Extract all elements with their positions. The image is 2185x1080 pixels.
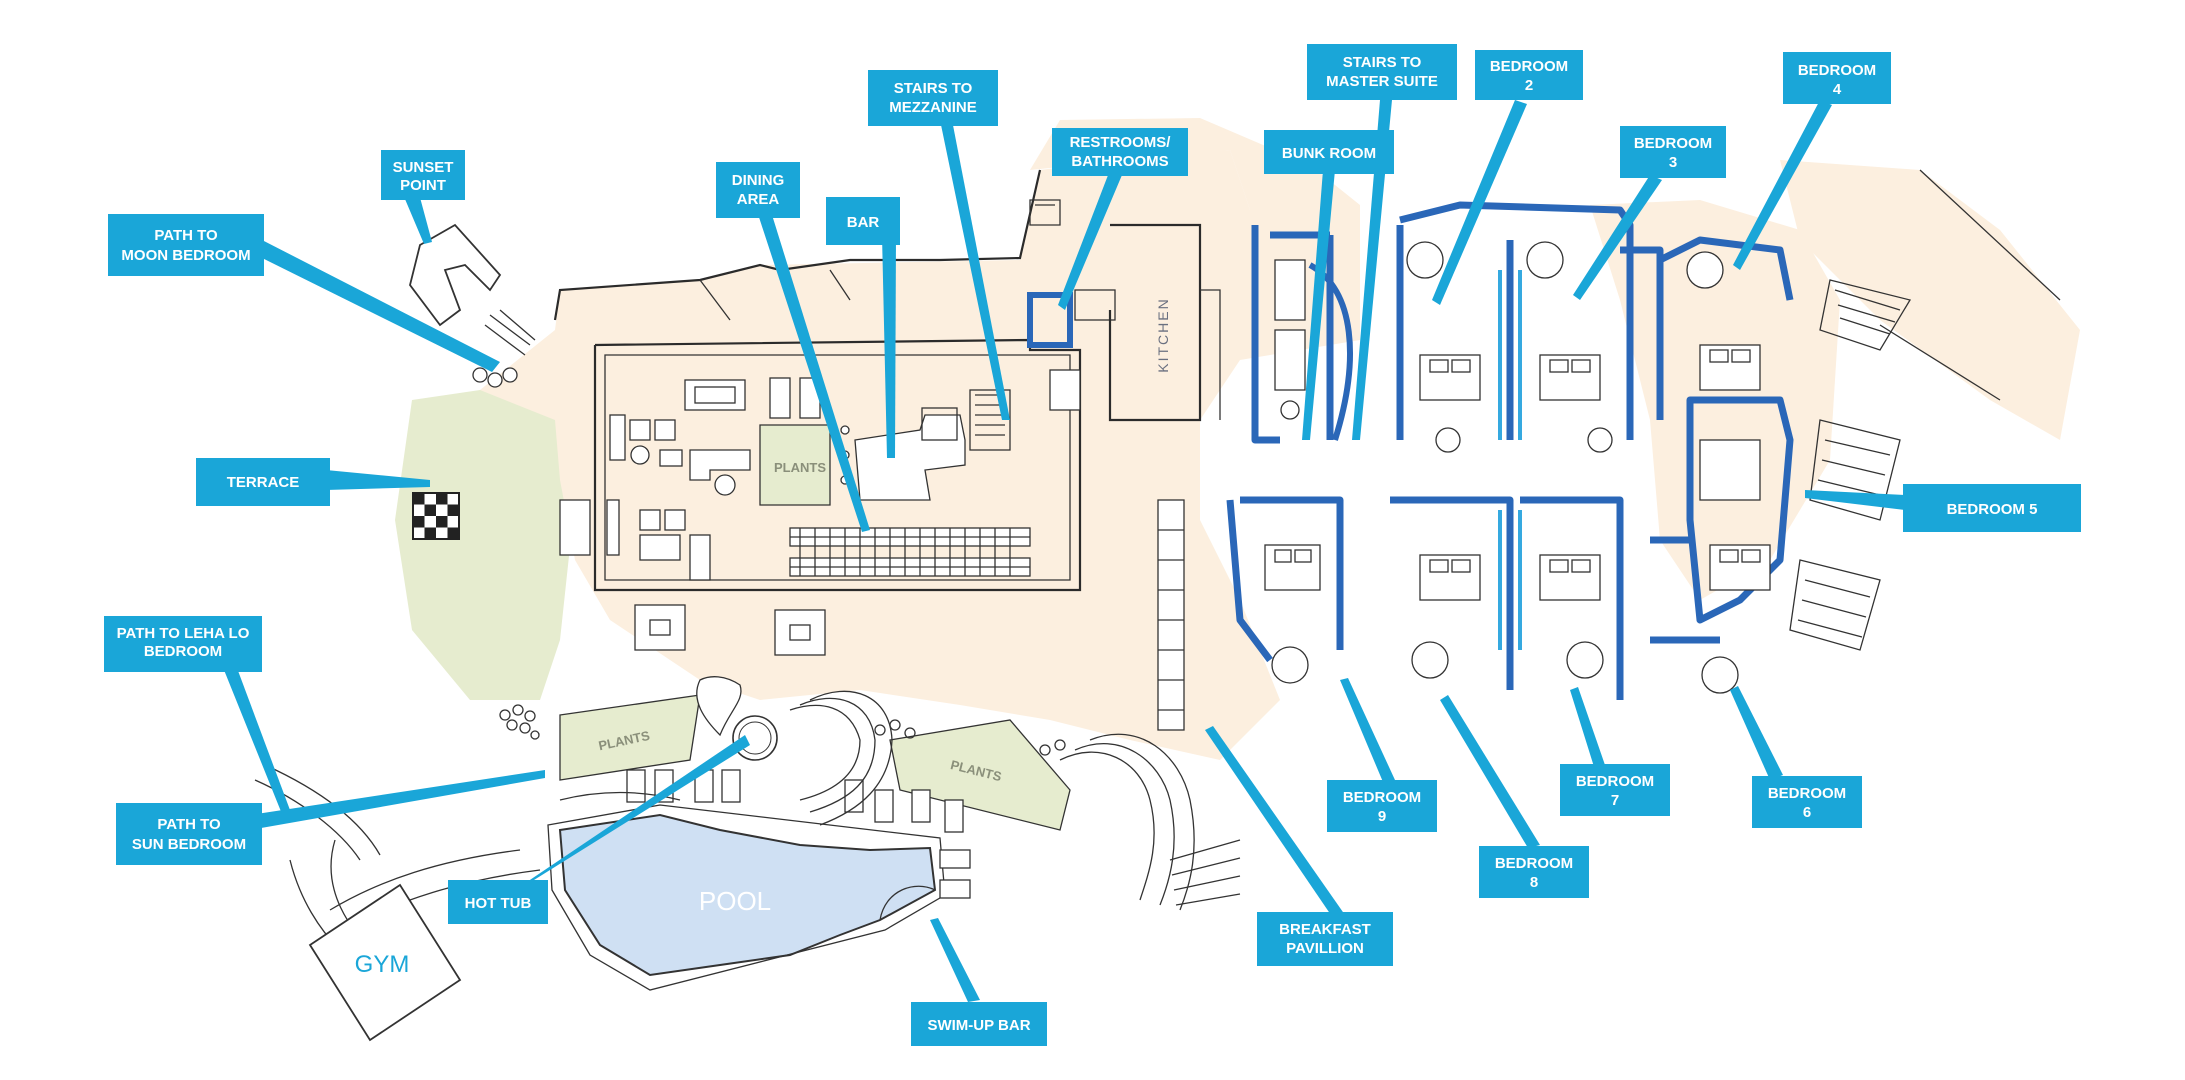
svg-text:BEDROOM: BEDROOM bbox=[1490, 58, 1568, 75]
label-bedroom-3: BEDROOM 3 bbox=[1620, 126, 1726, 178]
svg-text:BREAKFAST: BREAKFAST bbox=[1279, 921, 1371, 938]
svg-text:SUN BEDROOM: SUN BEDROOM bbox=[132, 836, 246, 853]
chess-board bbox=[412, 492, 460, 540]
bath-tubs bbox=[1271, 241, 1739, 694]
svg-text:SUNSET: SUNSET bbox=[393, 159, 454, 176]
label-bedroom-2: BEDROOM 2 bbox=[1475, 50, 1583, 100]
svg-text:STAIRS TO: STAIRS TO bbox=[894, 80, 973, 97]
pool-text: POOL bbox=[699, 886, 771, 916]
label-swim-up-bar: SWIM-UP BAR bbox=[911, 1002, 1047, 1046]
plants-text-bar: PLANTS bbox=[774, 460, 826, 475]
label-stairs-to-mezzanine: STAIRS TO MEZZANINE bbox=[868, 70, 998, 126]
label-path-sun-bedroom: PATH TO SUN BEDROOM bbox=[116, 803, 262, 865]
svg-text:PATH TO LEHA LO: PATH TO LEHA LO bbox=[117, 625, 250, 642]
pebbles bbox=[499, 704, 1066, 756]
hot-tub bbox=[696, 676, 778, 761]
label-restrooms: RESTROOMS/ BATHROOMS bbox=[1052, 128, 1188, 176]
svg-text:9: 9 bbox=[1378, 808, 1386, 825]
svg-text:POINT: POINT bbox=[400, 177, 446, 194]
pool-steps bbox=[789, 690, 1241, 911]
bedroom-wing-walls bbox=[1226, 201, 1794, 700]
terrace-lawn bbox=[395, 390, 575, 700]
svg-text:2: 2 bbox=[1525, 77, 1533, 94]
label-bar: BAR bbox=[826, 197, 900, 245]
svg-text:AREA: AREA bbox=[737, 191, 780, 208]
svg-text:BEDROOM 5: BEDROOM 5 bbox=[1947, 501, 2038, 518]
label-stairs-to-master-suite: STAIRS TO MASTER SUITE bbox=[1307, 44, 1457, 100]
svg-text:3: 3 bbox=[1669, 154, 1677, 171]
svg-text:BEDROOM: BEDROOM bbox=[1495, 855, 1573, 872]
svg-text:TERRACE: TERRACE bbox=[227, 474, 300, 491]
svg-text:HOT TUB: HOT TUB bbox=[465, 895, 532, 912]
svg-text:BEDROOM: BEDROOM bbox=[1343, 789, 1421, 806]
label-breakfast-pavillion: BREAKFAST PAVILLION bbox=[1257, 912, 1393, 966]
gym-building bbox=[308, 883, 462, 1042]
label-path-leha-lo-bedroom: PATH TO LEHA LO BEDROOM bbox=[104, 616, 262, 672]
svg-text:STAIRS TO: STAIRS TO bbox=[1343, 54, 1422, 71]
label-path-moon-bedroom: PATH TO MOON BEDROOM bbox=[108, 214, 264, 276]
svg-text:6: 6 bbox=[1803, 804, 1811, 821]
svg-text:7: 7 bbox=[1611, 792, 1619, 809]
east-deck-stairs bbox=[1789, 169, 2061, 651]
breakfast-pavilion-table bbox=[1157, 499, 1185, 731]
svg-text:BEDROOM: BEDROOM bbox=[144, 643, 222, 660]
svg-text:PAVILLION: PAVILLION bbox=[1286, 940, 1364, 957]
svg-text:PATH TO: PATH TO bbox=[157, 816, 221, 833]
svg-text:8: 8 bbox=[1530, 874, 1538, 891]
label-hot-tub: HOT TUB bbox=[448, 880, 548, 924]
svg-text:DINING: DINING bbox=[732, 172, 785, 189]
svg-text:BEDROOM: BEDROOM bbox=[1634, 135, 1712, 152]
svg-text:SWIM-UP BAR: SWIM-UP BAR bbox=[927, 1017, 1030, 1034]
label-bedroom-6: BEDROOM 6 bbox=[1752, 776, 1862, 828]
label-sunset-point: SUNSET POINT bbox=[381, 150, 465, 200]
gym-text: GYM bbox=[355, 951, 410, 978]
sunset-point-deck bbox=[409, 223, 536, 388]
leader-lines bbox=[222, 100, 1905, 1002]
label-terrace: TERRACE bbox=[196, 458, 330, 506]
svg-text:BAR: BAR bbox=[847, 214, 880, 231]
label-bunk-room: BUNK ROOM bbox=[1264, 130, 1394, 174]
svg-text:BEDROOM: BEDROOM bbox=[1768, 785, 1846, 802]
restrooms-kitchen bbox=[1027, 199, 1221, 422]
svg-text:RESTROOMS/: RESTROOMS/ bbox=[1070, 134, 1172, 151]
label-bedroom-4: BEDROOM 4 bbox=[1783, 52, 1891, 104]
label-dining-area: DINING AREA bbox=[716, 162, 800, 218]
svg-text:BEDROOM: BEDROOM bbox=[1798, 62, 1876, 79]
label-bedroom-7: BEDROOM 7 bbox=[1560, 764, 1670, 816]
kitchen-text: KITCHEN bbox=[1155, 297, 1171, 372]
svg-text:BEDROOM: BEDROOM bbox=[1576, 773, 1654, 790]
svg-text:MOON BEDROOM: MOON BEDROOM bbox=[121, 247, 250, 264]
svg-text:BUNK ROOM: BUNK ROOM bbox=[1282, 145, 1376, 162]
svg-text:MASTER SUITE: MASTER SUITE bbox=[1326, 73, 1438, 90]
plant-beds bbox=[559, 424, 1071, 831]
svg-text:4: 4 bbox=[1833, 81, 1842, 98]
svg-text:MEZZANINE: MEZZANINE bbox=[889, 99, 977, 116]
beds bbox=[1264, 344, 1771, 601]
pool bbox=[547, 804, 946, 991]
svg-text:PATH TO: PATH TO bbox=[154, 227, 218, 244]
label-bedroom-5: BEDROOM 5 bbox=[1903, 484, 2081, 532]
label-bedroom-8: BEDROOM 8 bbox=[1479, 846, 1589, 898]
label-bedroom-9: BEDROOM 9 bbox=[1327, 780, 1437, 832]
svg-text:BATHROOMS: BATHROOMS bbox=[1071, 153, 1168, 170]
dining-tables bbox=[789, 527, 1031, 577]
